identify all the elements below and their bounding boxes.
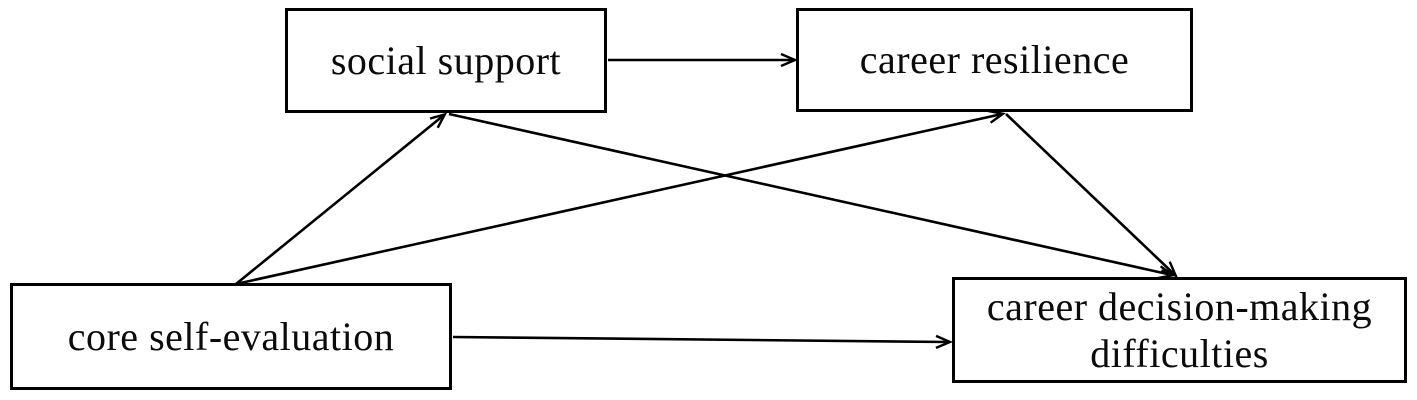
node-career-resilience: career resilience	[796, 8, 1193, 112]
node-career-resilience-label: career resilience	[859, 37, 1130, 83]
node-core-self-evaluation-label: core self-evaluation	[67, 313, 395, 359]
node-career-decision-making-difficulties: career decision-making difficulties	[952, 277, 1407, 383]
arrow-core-self-evaluation-to-career-resilience	[235, 109, 1006, 286]
arrow-core-self-evaluation-to-career-decision-making-difficulties	[452, 334, 954, 349]
arrow-career-resilience-to-career-decision-making-difficulties	[1005, 113, 1178, 278]
node-core-self-evaluation: core self-evaluation	[10, 283, 452, 390]
node-career-decision-making-difficulties-label: career decision-making difficulties	[986, 283, 1373, 376]
arrow-social-support-to-career-decision-making-difficulties	[448, 112, 1176, 280]
node-social-support-label: social support	[330, 37, 562, 83]
node-social-support: social support	[285, 8, 607, 113]
arrow-core-self-evaluation-to-social-support	[235, 112, 448, 286]
